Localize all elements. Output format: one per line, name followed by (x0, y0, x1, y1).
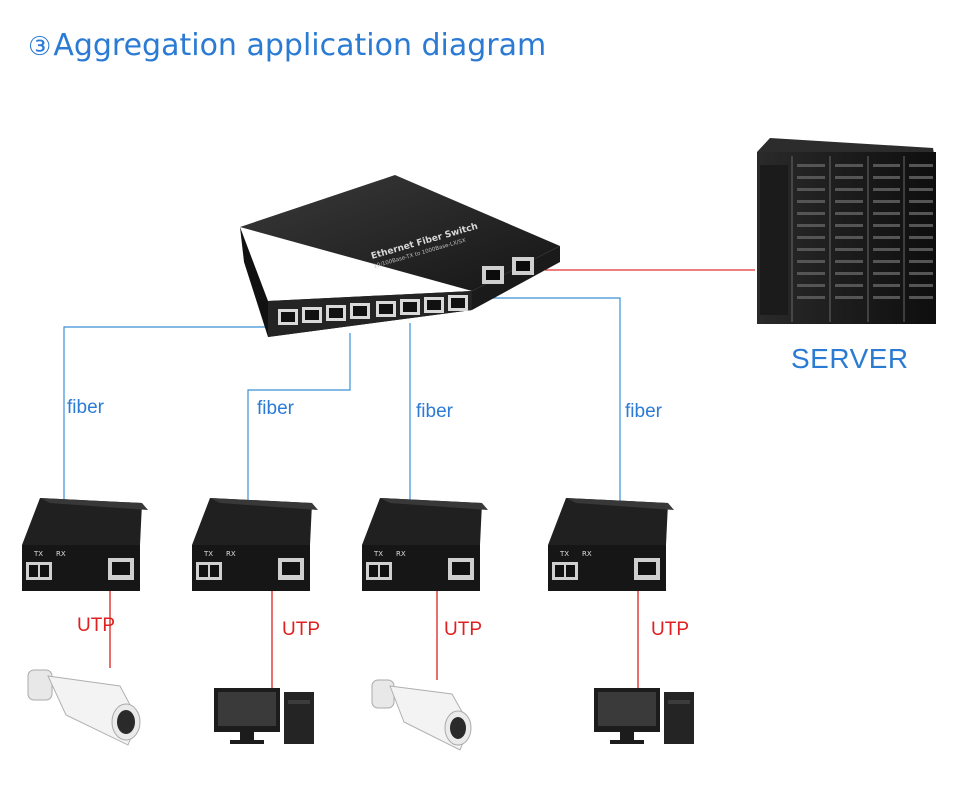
fiber-label-4: fiber (625, 401, 662, 422)
fiber-link-4 (468, 297, 621, 503)
utp-links (109, 590, 639, 688)
converter-2-rx: RX (226, 550, 236, 558)
fiber-links (63, 297, 621, 503)
diagram-title: ③Aggregation application diagram (28, 28, 546, 63)
media-converter-1: TX RX (22, 498, 148, 591)
fiber-label-3: fiber (416, 401, 453, 422)
server-rack (757, 138, 936, 324)
computer-icon (214, 688, 314, 744)
computer-icon (594, 688, 694, 744)
utp-label-3: UTP (444, 619, 482, 640)
fiber-link-2 (247, 333, 351, 503)
camera-icon (371, 679, 472, 751)
converter-2-tx: TX (203, 550, 213, 558)
switch-rj45-ports (278, 295, 468, 325)
utp-label-4: UTP (651, 619, 689, 640)
camera-icon (27, 669, 141, 746)
fiber-label-1: fiber (67, 397, 104, 418)
media-converter-2: TX RX (192, 498, 318, 591)
fiber-label-2: fiber (257, 398, 294, 419)
utp-label-2: UTP (282, 619, 320, 640)
fiber-link-1 (63, 326, 268, 503)
server-label: SERVER (791, 343, 909, 374)
converter-1-tx: TX (33, 550, 43, 558)
converter-3-rx: RX (396, 550, 406, 558)
title-text: Aggregation application diagram (53, 28, 547, 63)
switch-sfp-ports (482, 257, 534, 284)
utp-label-1: UTP (77, 615, 115, 636)
fiber-switch: Ethernet Fiber Switch 10/100Base-TX to 1… (240, 175, 560, 337)
converter-3-tx: TX (373, 550, 383, 558)
converter-4-rx: RX (582, 550, 592, 558)
converter-4-tx: TX (559, 550, 569, 558)
media-converter-4: TX RX (548, 498, 674, 591)
converter-1-rx: RX (56, 550, 66, 558)
media-converter-3: TX RX (362, 498, 488, 591)
title-number: ③ (28, 32, 52, 62)
